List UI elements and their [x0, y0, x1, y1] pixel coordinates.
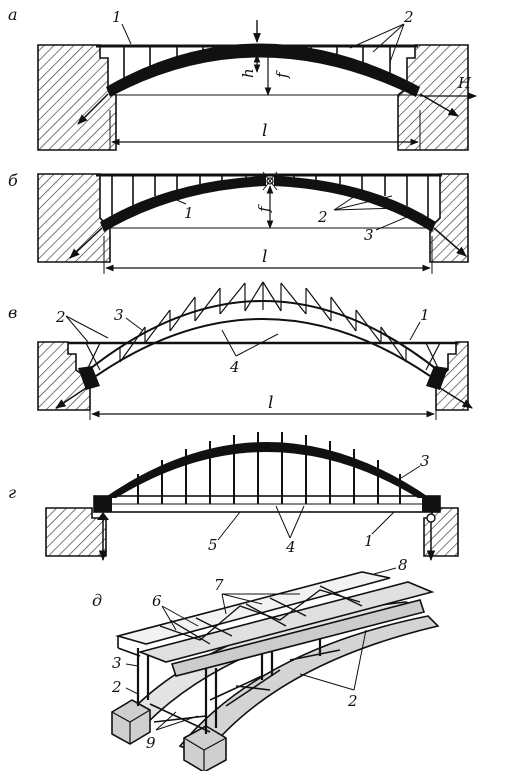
callout-g-5: 5 [208, 536, 218, 554]
right-reaction-b [433, 227, 467, 257]
right-roller-support [426, 513, 436, 523]
truss-lower-chord [95, 318, 431, 377]
right-abutment-v [435, 341, 469, 411]
panel-label-d: д [92, 591, 102, 610]
callout-v-3: 3 [114, 306, 124, 324]
callout-b-1: 1 [184, 204, 194, 222]
callout-d-3: 3 [112, 654, 122, 672]
left-pier-g [45, 507, 107, 557]
panel-g: г 5 [8, 432, 459, 562]
callout-b-2: 2 [317, 208, 328, 226]
panel-b: б f [8, 171, 469, 274]
left-reaction-b [69, 227, 103, 259]
truss-upper-chord [85, 300, 441, 373]
dim-l-a: l [262, 121, 267, 141]
left-end-block [94, 496, 112, 512]
stringer-front [170, 599, 426, 677]
dim-l-b: l [262, 247, 267, 267]
dim-f-b: f [255, 204, 273, 213]
callout-b-3: 3 [364, 226, 374, 244]
right-springing-v [426, 366, 448, 390]
callout-d-9: 9 [146, 734, 156, 752]
left-springing-v [78, 366, 100, 390]
panel-a: а h f [8, 5, 477, 151]
callout-g-3: 3 [420, 452, 430, 470]
callout-g-1: 1 [364, 532, 374, 550]
right-reaction-arrow [419, 93, 459, 117]
arch-rib [106, 43, 420, 97]
left-reaction-arrow [77, 93, 109, 125]
wind-bracing [149, 649, 341, 733]
panel-v: в [8, 281, 473, 420]
callout-d-8: 8 [398, 556, 408, 574]
panel-label-g: г [8, 483, 16, 502]
arch-right-half [274, 176, 436, 232]
left-abutment-b [37, 173, 111, 263]
panel-label-v: в [8, 303, 17, 322]
panel-label-a: а [8, 5, 18, 24]
callout-g-4: 4 [285, 538, 296, 556]
callout-d-7: 7 [214, 576, 224, 594]
callout-d-6: 6 [152, 592, 162, 610]
callout-a-1: 1 [112, 8, 122, 26]
dim-f: f [273, 70, 291, 79]
callout-v-1: 1 [420, 306, 430, 324]
callout-a-2: 2 [403, 8, 414, 26]
right-reaction-v [439, 387, 473, 409]
arch-left-half [100, 176, 266, 232]
dim-l-v: l [268, 393, 273, 413]
dim-H: H [457, 74, 472, 92]
right-end-block [422, 496, 440, 512]
callout-v-2: 2 [55, 308, 66, 326]
dim-h: h [239, 68, 257, 78]
left-reaction-v [55, 387, 87, 409]
tied-arch-rib [104, 442, 430, 498]
callout-d-2-right: 2 [347, 692, 358, 710]
callout-d-2-left: 2 [111, 678, 122, 696]
left-abutment-v [37, 341, 91, 411]
deck-bracing [159, 585, 363, 645]
deck-posts-b [111, 175, 429, 220]
panel-d: д [92, 556, 440, 771]
hangers [137, 432, 401, 504]
truss-web [85, 281, 441, 373]
right-abutment-b [429, 173, 469, 263]
right-abutment [397, 44, 469, 151]
left-fixed-support [97, 512, 109, 520]
panel-label-b: б [8, 171, 18, 190]
callout-v-4: 4 [229, 358, 240, 376]
